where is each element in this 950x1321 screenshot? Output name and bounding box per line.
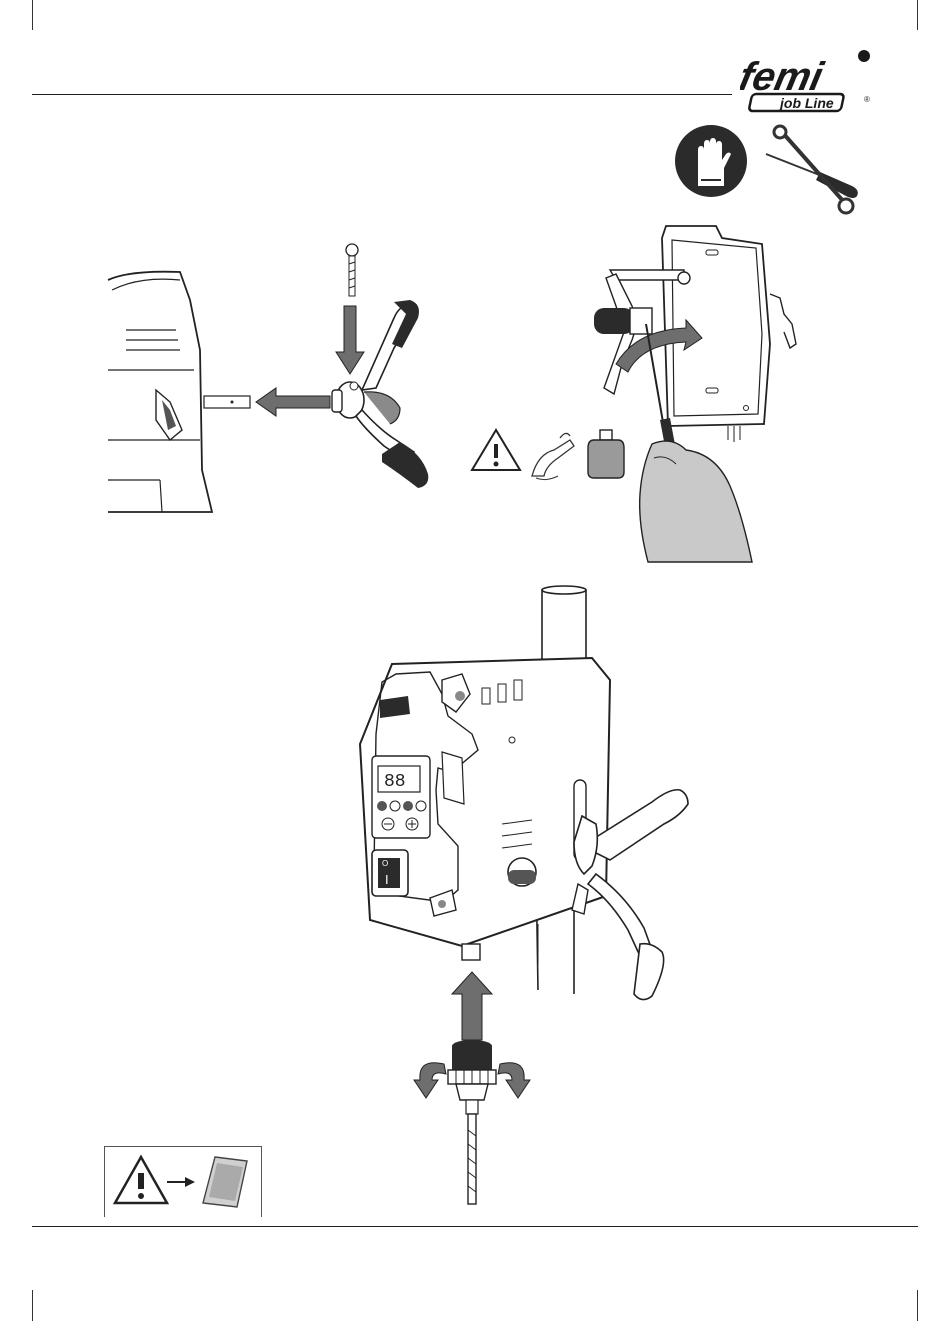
brand-logo: femi job Line ® bbox=[740, 48, 880, 118]
switch-on-symbol: I bbox=[385, 872, 389, 887]
brand-name: femi bbox=[740, 53, 828, 98]
illustration-spindle-lever-mount bbox=[100, 240, 440, 520]
read-manual-notice bbox=[104, 1146, 262, 1217]
brand-subline: job Line bbox=[778, 95, 834, 111]
crop-mark-top-right bbox=[917, 0, 918, 30]
panel-display: 88 bbox=[384, 772, 406, 792]
switch-off-symbol: O bbox=[382, 859, 388, 868]
illustration-chuck-install: 88 I O bbox=[352, 584, 722, 1214]
gloves-icon bbox=[674, 124, 748, 198]
crop-mark-bottom-right bbox=[917, 1290, 918, 1321]
wrench-screwdriver-icon bbox=[762, 124, 874, 218]
illustration-spring-tension bbox=[466, 214, 806, 564]
header-rule bbox=[32, 94, 732, 95]
crop-mark-top-left bbox=[32, 0, 33, 30]
footer-rule bbox=[32, 1226, 918, 1227]
crop-mark-bottom-left bbox=[32, 1290, 33, 1321]
manual-booklet-icon bbox=[203, 1157, 247, 1207]
registered-mark: ® bbox=[864, 95, 870, 104]
